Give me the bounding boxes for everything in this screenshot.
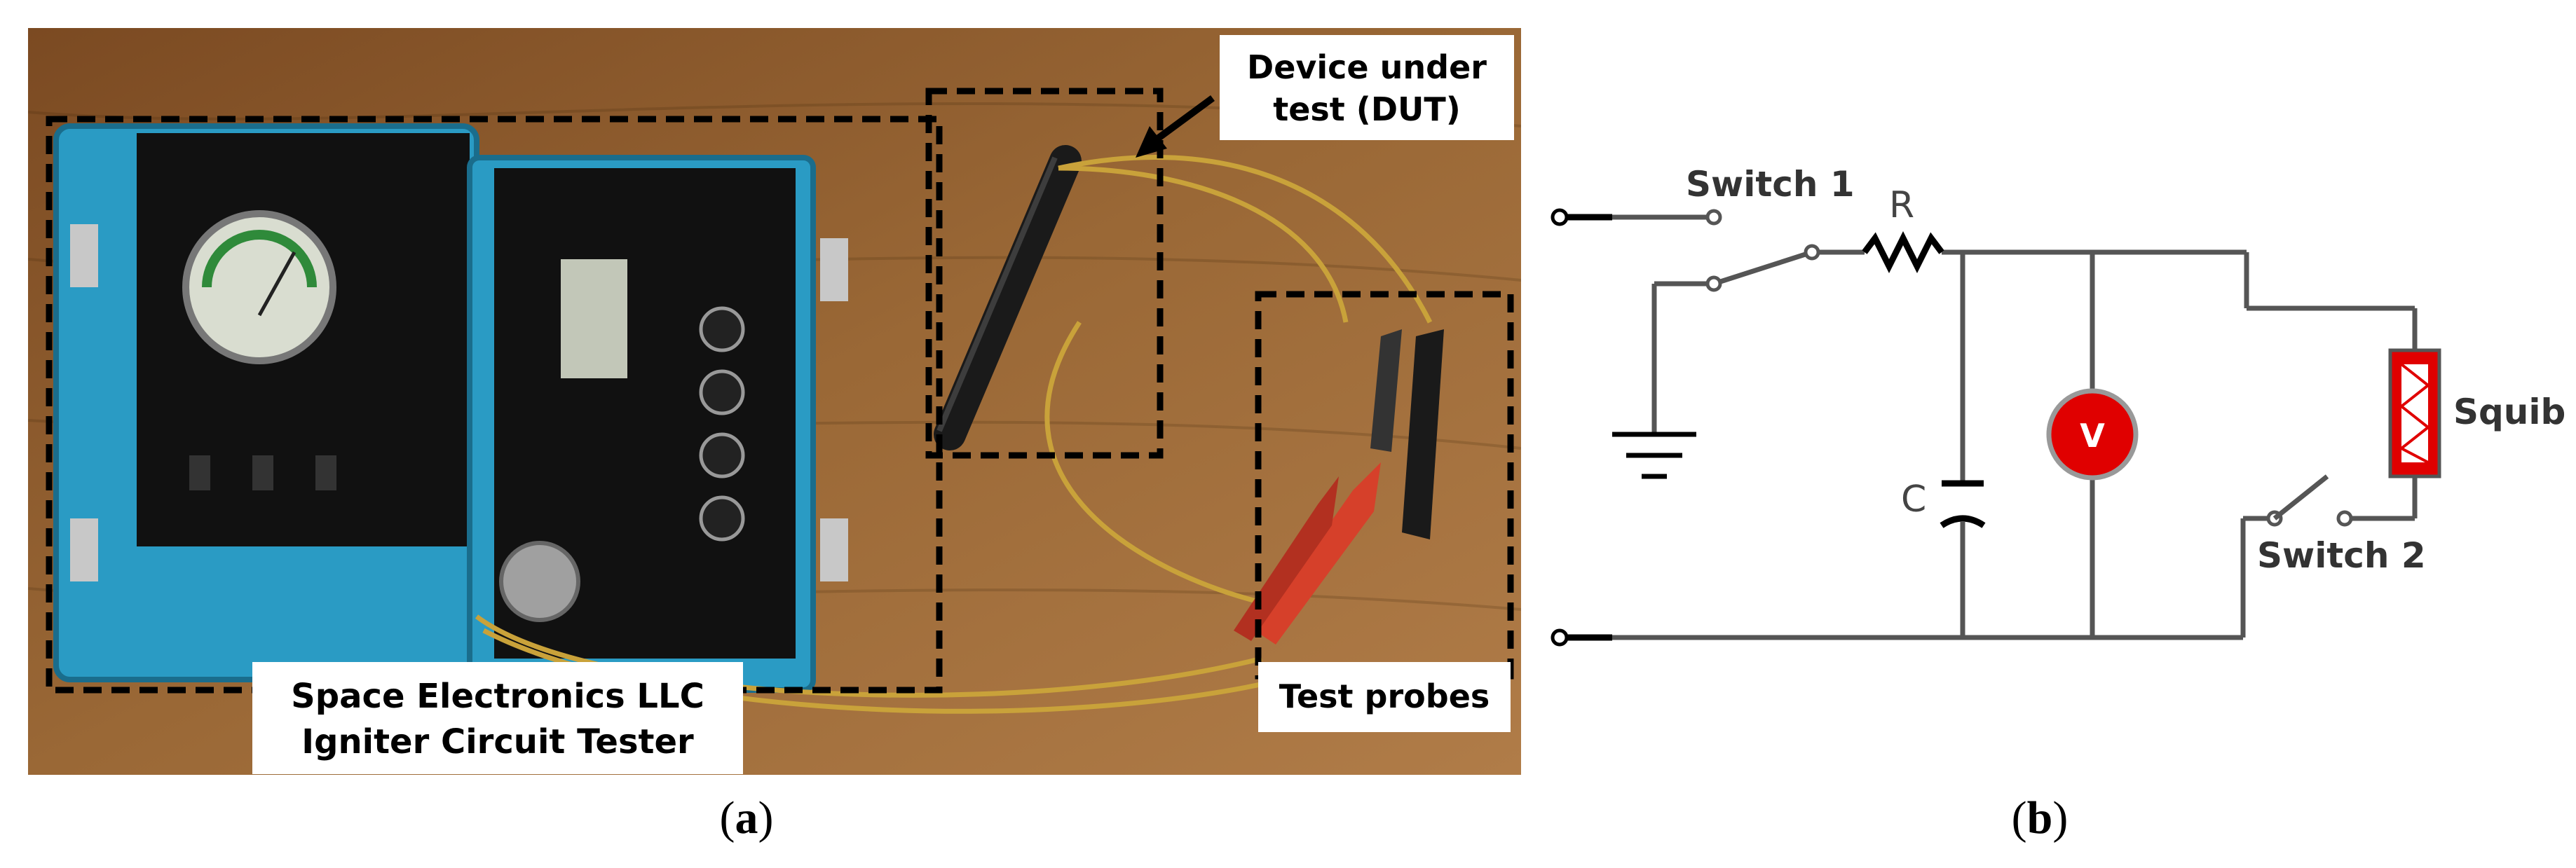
switch2-blade	[2272, 474, 2329, 521]
resistor-label: R	[1889, 184, 1914, 226]
tester-label-line1: Space Electronics LLC	[291, 677, 704, 716]
circuit-wires	[1567, 214, 2418, 640]
capacitor-label: C	[1901, 478, 1926, 521]
voltmeter-label: V	[2080, 417, 2105, 455]
knob-icon	[699, 495, 745, 542]
caption-b: (b)	[2011, 792, 2069, 843]
connector-icon	[499, 541, 580, 622]
resistor-icon	[1862, 230, 1944, 274]
ground-icon	[1612, 432, 1696, 479]
terminal-icon	[1551, 628, 1569, 647]
probes-label: Test probes	[1279, 677, 1490, 715]
dut-outline-box	[925, 88, 1164, 459]
lcd-display	[561, 259, 627, 378]
terminal-icon	[1551, 208, 1569, 226]
arrow-icon	[1136, 95, 1215, 158]
tester-photo: Device under test (DUT) Space Electronic…	[28, 28, 1521, 775]
squib-icon	[2388, 348, 2441, 478]
capacitor-icon	[1940, 480, 1986, 528]
knob-icon	[699, 432, 745, 478]
knob-icon	[699, 306, 745, 352]
switch2-label: Switch 2	[2257, 535, 2426, 576]
tester-label-line2: Igniter Circuit Tester	[301, 722, 694, 762]
switch1-label: Switch 1	[1686, 164, 1855, 205]
dut-label-line2: test (DUT)	[1273, 90, 1461, 128]
squib-label: Squib	[2453, 392, 2565, 432]
caption-a: (a)	[719, 792, 774, 843]
igniter-circuit-tester	[53, 123, 848, 693]
voltmeter-icon	[2046, 388, 2139, 481]
dut-label-line1: Device under	[1247, 48, 1487, 86]
knob-icon	[699, 369, 745, 415]
alligator-clip-black	[1370, 329, 1444, 539]
device-under-test	[934, 145, 1082, 450]
circuit-diagram: V Switch 1 R C Squib Switch 2	[1551, 164, 2565, 647]
